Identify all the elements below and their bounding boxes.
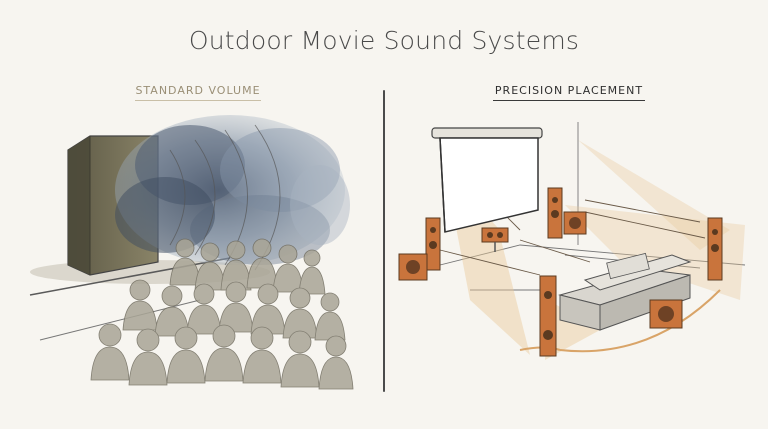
standard-volume-scene [29,115,354,390]
sound-cloud [115,115,350,265]
panel-divider [383,90,385,392]
crowd-silhouettes [90,238,354,390]
front-left-tower-speaker [425,217,441,271]
surround-right-tower-speaker [707,217,723,281]
stage-edge-line [29,257,231,296]
panel-label-standard-volume: STANDARD VOLUME [135,84,261,101]
right-subwoofer [563,211,587,235]
left-subwoofer [398,253,428,281]
front-right-tower-speaker [547,187,563,239]
panel-label-precision-placement: PRECISION PLACEMENT [493,84,645,101]
projection-screen [431,127,543,233]
front-subwoofer [649,299,683,329]
page-title: Outdoor Movie Sound Systems [188,26,580,55]
precision-placement-scene [398,122,746,360]
surround-left-tower-speaker [539,275,557,357]
center-speaker [481,227,509,252]
sofa [558,252,692,331]
